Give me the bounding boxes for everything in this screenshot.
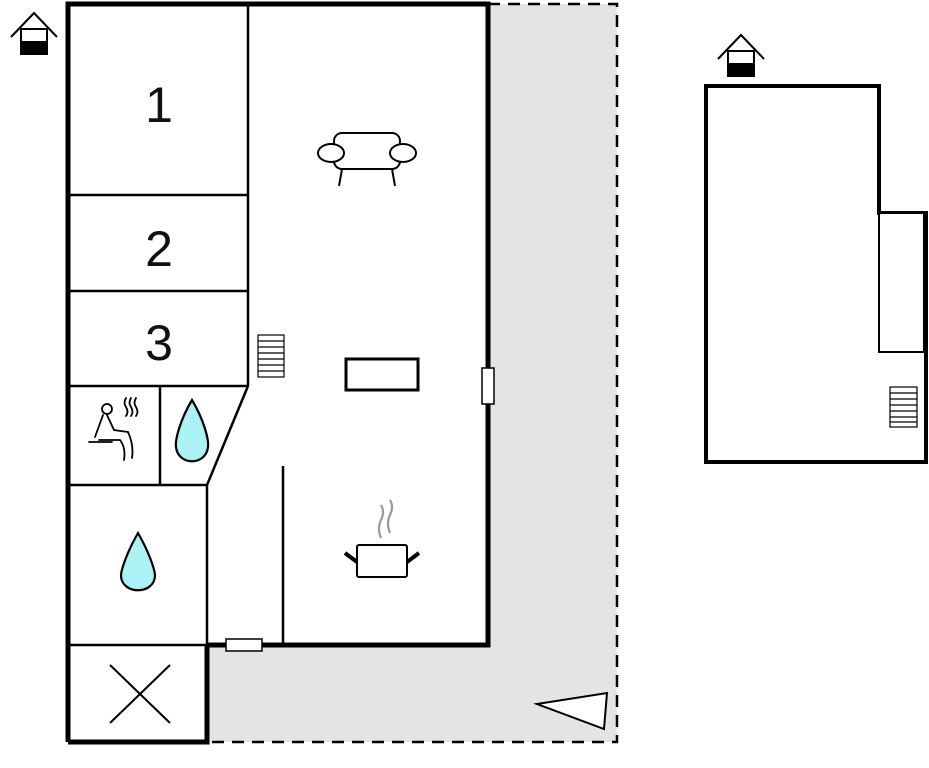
room-number-3: 3 xyxy=(145,315,173,371)
window-icon xyxy=(481,367,495,405)
terrace-direction-icon xyxy=(533,691,609,731)
room-number-2: 2 xyxy=(145,221,173,277)
terrace-area xyxy=(205,2,619,744)
exterior-walls xyxy=(65,1,491,745)
house-level-icon xyxy=(10,11,58,55)
water-drop-icon xyxy=(174,397,210,463)
sofa-icon xyxy=(317,132,417,187)
stairs-icon xyxy=(889,386,918,428)
table-icon xyxy=(344,357,420,392)
house-level-icon xyxy=(717,33,765,77)
interior-walls xyxy=(68,4,285,647)
room-number-1: 1 xyxy=(145,77,173,133)
sauna-icon xyxy=(88,397,139,461)
window-icon xyxy=(225,638,263,652)
water-drop-icon xyxy=(119,530,157,592)
cooking-pot-icon xyxy=(343,499,421,578)
storage-x-icon xyxy=(109,664,171,724)
stairs-icon xyxy=(257,334,285,378)
upper-floor-plan xyxy=(704,84,928,464)
